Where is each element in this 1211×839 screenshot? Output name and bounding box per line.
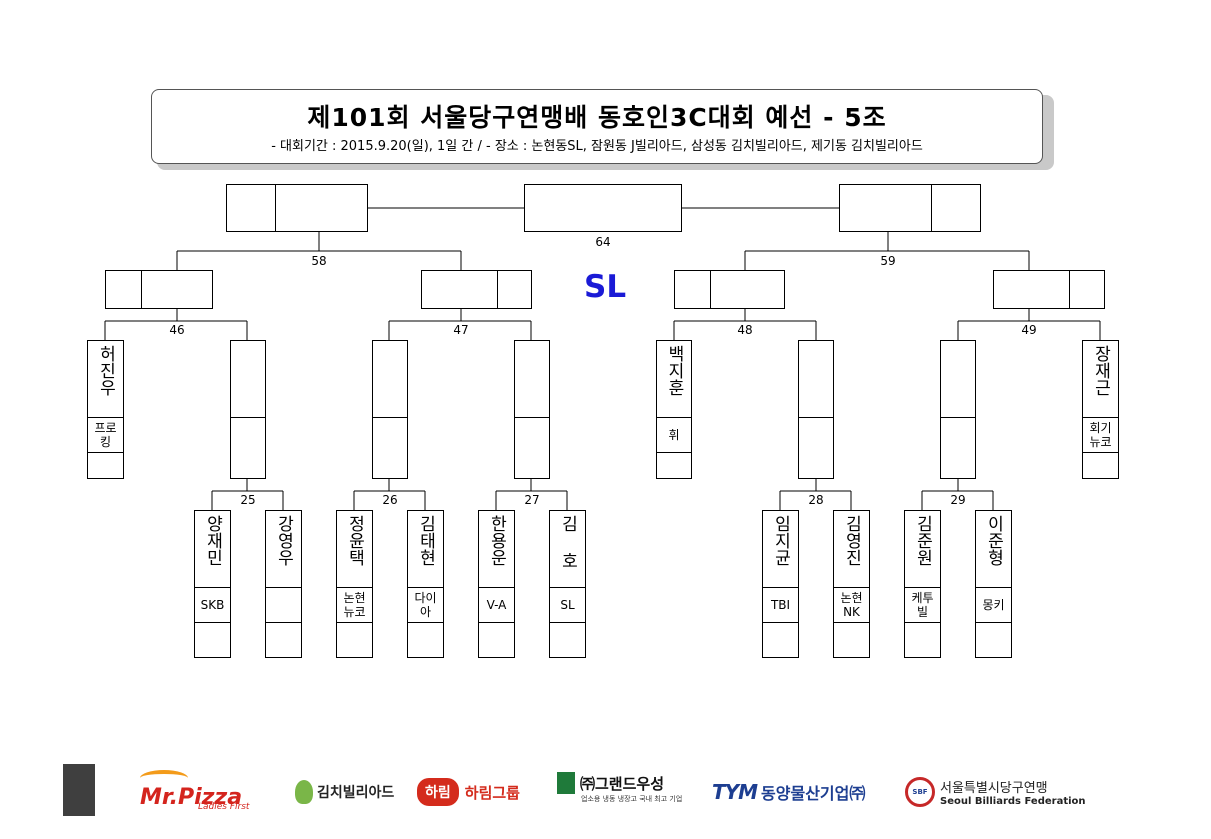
empty-box: [514, 340, 550, 479]
empty-box: [230, 340, 266, 479]
player-club: TBI: [770, 598, 791, 612]
player-box-jeong-yuntaek: 정윤택 논현뉴코: [336, 510, 373, 658]
player-box-baek-jihun: 백지훈 휘: [656, 340, 692, 479]
venue-label: SL: [584, 269, 627, 305]
player-club: 휘: [668, 428, 680, 442]
player-club: V-A: [486, 598, 507, 612]
semi-box-3: [674, 270, 785, 309]
player-name: 양재민: [202, 515, 223, 566]
match-number-48: 48: [737, 323, 753, 337]
sponsor-harim-badge: 하림: [417, 778, 459, 806]
player-name: 허진우: [95, 345, 116, 396]
sponsor-sbf-name-en: Seoul Billiards Federation: [940, 796, 1086, 807]
player-club: 몽키: [982, 598, 1005, 612]
semi-box-4: [993, 270, 1105, 309]
match-number-26: 26: [382, 493, 398, 507]
match-number-28: 28: [808, 493, 824, 507]
match-number-25: 25: [240, 493, 256, 507]
player-box-kim-ho: 김 호 SL: [549, 510, 586, 658]
player-club: 프로킹: [94, 421, 117, 449]
empty-box: [372, 340, 408, 479]
player-club: 회기뉴코: [1089, 421, 1112, 449]
empty-box: [940, 340, 976, 479]
player-club: SKB: [200, 598, 225, 612]
sponsor-grand-logo: ㈜그랜드우성 업소용 냉동 냉장고 국내 최고 기업: [557, 772, 682, 812]
player-club: 논현NK: [840, 591, 863, 619]
player-club: [266, 588, 301, 622]
sponsor-mrpizza-logo: Mr.Pizza Ladies First: [140, 770, 249, 812]
player-box-kim-taehyun: 김태현 다이아: [407, 510, 444, 658]
empty-box: [798, 340, 834, 479]
footer-bar: [63, 764, 95, 816]
match-number-64: 64: [595, 235, 611, 249]
sponsor-dongyang-logo: TYM 동양물산기업㈜: [712, 772, 865, 812]
match-number-27: 27: [524, 493, 540, 507]
sponsor-sbf-logo: SBF 서울특별시당구연맹 Seoul Billiards Federation: [905, 772, 1086, 812]
player-name: 백지훈: [664, 345, 684, 396]
player-name: 김 호: [557, 515, 578, 569]
player-box-heo-jinwoo: 허진우 프로킹: [87, 340, 124, 479]
sponsor-dongyang-name: 동양물산기업㈜: [761, 784, 866, 803]
header-box: 제101회 서울당구연맹배 동호인3C대회 예선 - 5조 - 대회기간 : 2…: [151, 89, 1043, 164]
sponsor-harim-name: 하림그룹: [464, 783, 520, 802]
semi-box-1: [105, 270, 213, 309]
player-box-im-jigyun: 임지균 TBI: [762, 510, 799, 658]
match-number-58: 58: [311, 254, 327, 268]
player-box-jang-jaegeun: 장재근 회기뉴코: [1082, 340, 1119, 479]
player-box-yang-jaemin: 양재민 SKB: [194, 510, 231, 658]
match-number-59: 59: [880, 254, 896, 268]
player-box-kim-junwon: 김준원 케투빌: [904, 510, 941, 658]
sponsor-sbf-name-ko: 서울특별시당구연맹: [940, 781, 1048, 796]
player-name: 김준원: [912, 515, 933, 566]
sponsor-gimchi-logo: 김치빌리아드: [295, 772, 394, 812]
sponsor-harim-logo: 하림 하림그룹: [417, 772, 520, 812]
player-box-kim-youngjin: 김영진 논현NK: [833, 510, 870, 658]
player-box-han-yongun: 한용운 V-A: [478, 510, 515, 658]
player-club: SL: [560, 598, 575, 612]
player-box-kang-youngwoo: 강영우: [265, 510, 302, 658]
player-club: 케투빌: [911, 591, 934, 619]
sponsor-mrpizza-name: Mr.Pizza: [140, 784, 243, 810]
player-club: 다이아: [414, 591, 437, 619]
sbf-emblem-text: SBF: [912, 788, 928, 796]
player-name: 이준형: [983, 515, 1004, 566]
sponsor-grand-name: ㈜그랜드우성: [580, 774, 665, 793]
player-name: 강영우: [273, 515, 294, 566]
page-subtitle: - 대회기간 : 2015.9.20(일), 1일 간 / - 장소 : 논현동…: [271, 139, 923, 154]
sponsor-mrpizza-tagline: Ladies First: [198, 802, 250, 812]
player-name: 임지균: [770, 515, 791, 566]
player-box-lee-junhyung: 이준형 몽키: [975, 510, 1012, 658]
sponsor-gimchi-name: 김치빌리아드: [317, 785, 395, 801]
player-club: 논현뉴코: [343, 591, 366, 619]
sbf-emblem-icon: SBF: [905, 777, 935, 807]
player-name: 김영진: [841, 515, 862, 566]
semi-box-2: [421, 270, 532, 309]
grand-mark-icon: [557, 772, 575, 794]
final-right-box: [839, 184, 981, 232]
match-number-29: 29: [950, 493, 966, 507]
sponsor-grand-tagline: 업소용 냉동 냉장고 국내 최고 기업: [581, 795, 683, 803]
player-name: 김태현: [415, 515, 436, 566]
cabbage-icon: [295, 780, 313, 804]
player-name: 정윤택: [344, 515, 365, 566]
player-name: 한용운: [486, 515, 507, 566]
final-center-box: [524, 184, 682, 232]
final-left-box: [226, 184, 368, 232]
player-name: 장재근: [1090, 345, 1111, 396]
swoosh-icon: [140, 770, 188, 786]
sponsor-dongyang-mark: TYM: [712, 780, 758, 804]
match-number-46: 46: [169, 323, 185, 337]
match-number-47: 47: [453, 323, 469, 337]
match-number-49: 49: [1021, 323, 1037, 337]
page-title: 제101회 서울당구연맹배 동호인3C대회 예선 - 5조: [307, 103, 887, 132]
